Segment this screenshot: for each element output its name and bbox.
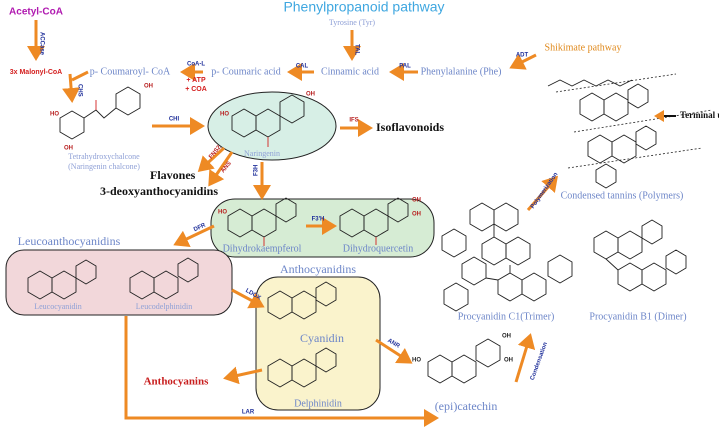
ifs-enzyme: IFS xyxy=(349,118,358,124)
chi-enzyme: CHI xyxy=(169,117,180,123)
svg-text:OH: OH xyxy=(64,146,73,152)
leucoanthocyanidins-label: Leucoanthocyanidins xyxy=(18,234,121,248)
procyanidin-trimer-structure xyxy=(441,202,573,312)
dihydroquercetin-structure: OH OH xyxy=(339,197,421,245)
chalcone-structure: HO OH OH xyxy=(50,84,153,152)
svg-text:HO: HO xyxy=(220,112,229,118)
leucocyanidin-label: Leucocyanidin xyxy=(34,302,82,311)
tal-enzyme: TAL xyxy=(353,44,359,56)
delphinidin-label: Delphinidin xyxy=(294,398,342,409)
cinnamic-acid-label: Cinnamic acid xyxy=(321,66,379,77)
cyanidin-structure xyxy=(267,281,337,320)
naringenin-structure: HO OH xyxy=(220,92,315,147)
coumaroyl-coa-label: p- Coumaroyl- CoA xyxy=(90,66,171,77)
delphinidin-structure xyxy=(267,347,337,388)
polymerization-arrow xyxy=(526,175,558,211)
coa-cofactor: + COA xyxy=(185,86,207,93)
dihydroquercetin-label: Dihydroquercetin xyxy=(343,243,414,254)
f3ph-enzyme: F3'H xyxy=(312,217,325,223)
lar-arrow xyxy=(124,316,439,427)
pathway-title: Phenylpropanoid pathway xyxy=(283,0,444,15)
anr-arrow xyxy=(375,338,413,364)
svg-text:OH: OH xyxy=(306,92,315,98)
f3h-enzyme: F3H xyxy=(254,165,260,176)
accase-enzyme: ACCase xyxy=(38,32,44,56)
catechin-label: (epi)catechin xyxy=(435,399,498,413)
naringenin-chalcone-label: (Naringenin chalcone) xyxy=(68,162,140,171)
condensed-tannins-structure xyxy=(547,73,713,189)
svg-text:HO: HO xyxy=(218,210,227,216)
dihydrokaempferol-structure: HO xyxy=(218,197,297,246)
cyanidin-label: Cyanidin xyxy=(300,331,344,345)
malonyl-coa-label: 3x Malonyl-CoA xyxy=(10,69,63,76)
svg-text:OH: OH xyxy=(412,212,421,218)
svg-text:OH: OH xyxy=(412,198,421,204)
chs-enzyme: CHS xyxy=(76,84,82,97)
ans-side-enzyme: ANS xyxy=(220,161,233,175)
tetrahydroxychalcone-label: Tetrahydroxychalcone xyxy=(68,152,140,161)
malonyl-to-chs-arrow xyxy=(71,70,89,82)
flavones-label: Flavones xyxy=(150,168,196,182)
polymerization-enzyme: Polymerization xyxy=(530,171,560,210)
condensation-arrow xyxy=(514,333,536,383)
naringenin-label: Naringenin xyxy=(244,149,280,158)
svg-text:OH: OH xyxy=(144,84,153,90)
dfr-enzyme: DFR xyxy=(193,222,207,233)
lar-enzyme: LAR xyxy=(242,410,255,416)
chs-arrow xyxy=(62,73,81,103)
svg-text:OH: OH xyxy=(504,358,513,364)
fns2-arrow xyxy=(197,146,226,173)
leucoanthocyanidin-panel xyxy=(5,249,233,316)
leucodelphinidin-structure xyxy=(129,257,199,300)
deoxyanthocyanidins-label: 3-deoxyanthocyanidins xyxy=(100,184,218,198)
anthocyanidins-label: Anthocyanidins xyxy=(280,262,356,276)
phenylalanine-label: Phenylalanine (Phe) xyxy=(421,66,502,77)
svg-text:HO: HO xyxy=(50,112,59,118)
shikimate-label: Shikimate pathway xyxy=(545,42,622,53)
anthocyanins-arrow xyxy=(223,366,263,385)
condensation-enzyme: Condensation xyxy=(530,341,549,381)
atp-cofactor: + ATP xyxy=(186,77,206,84)
tyrosine-label: Tyrosine (Tyr) xyxy=(329,18,376,27)
procyanidin-b1-label: Procyanidin B1 (Dimer) xyxy=(589,311,686,322)
procyanidin-dimer-structure xyxy=(593,219,687,292)
ldox-arrow xyxy=(231,288,265,309)
anthocyanins-label: Anthocyanins xyxy=(144,376,210,388)
pal-enzyme: PAL xyxy=(399,64,411,70)
cal-enzyme: CAL xyxy=(296,64,309,70)
condensed-tannins-label: Condensed tannins (Polymers) xyxy=(561,190,684,201)
ans-side-arrow xyxy=(208,151,234,187)
leucocyanidin-structure xyxy=(27,259,97,300)
terminal-unit-label: Terminal unit xyxy=(680,110,719,120)
leucodelphinidin-label: Leucodelphinidin xyxy=(136,302,192,311)
adt-enzyme: ADT xyxy=(516,53,529,59)
acetyl-coa-label: Acetyl-CoA xyxy=(9,7,63,18)
isoflavonoids-label: Isoflavonoids xyxy=(376,120,444,134)
coal-enzyme: CoA-L xyxy=(187,62,205,68)
catechin-structure: OH OH HO xyxy=(412,334,513,384)
dfr-arrow xyxy=(173,224,215,247)
svg-text:OH: OH xyxy=(502,334,511,340)
adt-arrow xyxy=(509,53,537,70)
dihydrokaempferol-label: Dihydrokaempferol xyxy=(223,243,302,254)
svg-text:HO: HO xyxy=(412,358,421,364)
procyanidin-c1-label: Procyanidin C1(Trimer) xyxy=(458,311,555,322)
coumaric-acid-label: p- Coumaric acid xyxy=(211,66,280,77)
